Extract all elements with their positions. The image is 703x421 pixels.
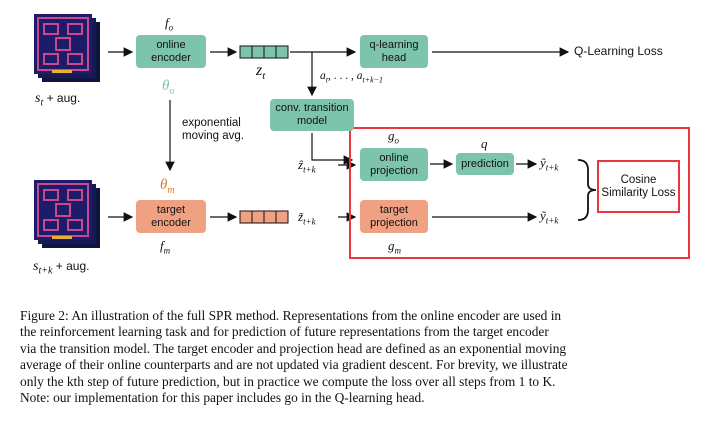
label-theta-m: θm xyxy=(160,177,175,196)
caption-line: the reinforcement learning task and for … xyxy=(20,324,549,340)
target-encoder-box: target encoder xyxy=(136,200,206,233)
caption-line: average of their online counterparts and… xyxy=(20,357,568,373)
label-g-m: gm xyxy=(388,238,401,256)
caption-line: Note: our implementation for this paper … xyxy=(20,390,425,406)
cosine-highlight-box xyxy=(597,160,680,213)
online-encoder-box: online encoder xyxy=(136,35,206,68)
label-y-tilde: ỹt+k xyxy=(540,208,559,226)
highlight-box xyxy=(349,127,690,259)
latent-vector-target xyxy=(239,210,289,224)
latent-vector-zt xyxy=(239,45,289,59)
caption-line: via the transition model. The target enc… xyxy=(20,340,567,356)
label-s-tk: st+k + aug. xyxy=(33,259,90,277)
label-theta-o: θo xyxy=(162,78,175,97)
observation-frames-st xyxy=(34,14,100,82)
caption-line: Figure 2: An illustration of the full SP… xyxy=(20,308,562,323)
label-ema: exponential moving avg. xyxy=(182,117,245,142)
online-projection-box: online projection xyxy=(360,148,428,181)
label-f-m: fm xyxy=(160,238,171,256)
label-y-hat: ŷt+k xyxy=(540,155,559,173)
figure-connectors xyxy=(34,14,690,259)
label-f-o: fo xyxy=(165,15,174,33)
arrow-transition-to-zhat xyxy=(311,133,354,165)
q-learning-head-box: q-learning head xyxy=(360,35,428,68)
label-z-t: zt xyxy=(256,62,266,83)
label-actions: at, . . . , at+k−1 xyxy=(320,70,384,85)
figure-caption: Figure 2: An illustration of the full SP… xyxy=(20,308,685,406)
transition-model-box: conv. transition model xyxy=(270,99,354,131)
brace xyxy=(577,159,597,221)
label-s-t: st + aug. xyxy=(35,91,81,109)
label-g-o: go xyxy=(388,128,399,146)
q-learning-loss-label: Q-Learning Loss xyxy=(574,44,663,58)
prediction-box: prediction xyxy=(456,153,514,175)
caption-line: only the kth step of future prediction, … xyxy=(20,373,556,389)
spr-figure: online encoder q-learning head Q-Learnin… xyxy=(33,14,690,277)
observation-frames-stk xyxy=(34,180,100,248)
target-projection-box: target projection xyxy=(360,200,428,233)
label-z-tilde: z̃t+k xyxy=(298,209,316,227)
cosine-similarity-loss-box: Cosine Similarity Loss xyxy=(601,173,676,199)
label-q: q xyxy=(481,136,488,151)
label-z-hat: ẑt+k xyxy=(298,157,316,175)
